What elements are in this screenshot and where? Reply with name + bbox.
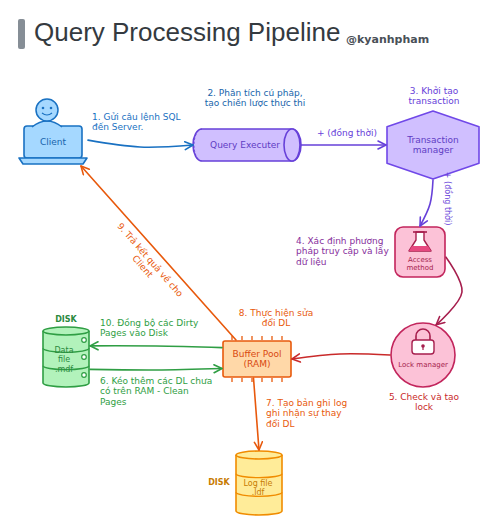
edge-label: 1. Gửi câu lệnh SQL đến Server.: [92, 112, 187, 133]
edge-label: 6. Kéo thêm các DL chưa có trên RAM - Cl…: [100, 376, 218, 407]
circle-outline: [391, 323, 455, 387]
title-bar: [18, 19, 25, 49]
step-note: 5. Check và tạo lock: [384, 392, 464, 413]
diagram-title: Query Processing Pipeline: [34, 15, 346, 51]
flask-rim: [413, 231, 427, 233]
edge-label: 7. Tạo bản ghi log ghi nhận sự thay đổi …: [266, 398, 350, 429]
ram-pins: [232, 336, 282, 382]
cylinder-band: [236, 474, 282, 478]
cylinder-body: [236, 455, 282, 515]
user-head: [36, 99, 58, 121]
node-label: Lock manager: [398, 355, 448, 375]
ram-pin: [232, 336, 282, 340]
step-note: 8. Thực hiện sửa đổi DL: [236, 308, 316, 329]
disk-light: [82, 355, 87, 360]
connector-group: [81, 140, 462, 450]
user-eye: [50, 107, 53, 110]
ram-pin: [232, 378, 282, 382]
edge-label: + (đồng thời): [442, 164, 451, 234]
edge-label: 9. Trả kết quả về cho Client: [104, 217, 188, 309]
cylinder-body: [43, 331, 89, 387]
lock-body: [412, 340, 434, 354]
user-eye: [42, 107, 45, 110]
hexagon-outline: [387, 111, 479, 179]
user-icon: [32, 99, 62, 127]
laptop-base: [19, 158, 87, 164]
decorations: [18, 19, 434, 382]
flask-body: [409, 232, 431, 251]
node-heading: DISK: [205, 476, 233, 490]
node-label: Data file .mdf: [48, 338, 80, 382]
flow-arrow: [292, 354, 390, 359]
flow-arrow: [301, 144, 386, 146]
lock-shackle: [416, 329, 430, 341]
disk-light: [82, 338, 87, 343]
log-disk: DISK Log file .ldf: [205, 450, 285, 518]
flow-arrow: [88, 140, 193, 147]
pipe-seam: [194, 129, 202, 161]
flow-arrow: [90, 346, 222, 348]
node-outline: [390, 322, 456, 388]
flow-arrow: [254, 378, 260, 450]
pipe-body: [193, 129, 301, 161]
step-note: 3. Khởi tạo transaction: [392, 86, 476, 107]
node-label: Query Executer: [201, 128, 289, 162]
lock-keyhole: [422, 347, 423, 350]
node-label: Transaction manager: [396, 124, 470, 166]
cylinder-top: [43, 327, 89, 335]
flow-arrow: [81, 166, 236, 340]
flask-liquid: [409, 246, 431, 251]
flask-icon: [409, 232, 431, 251]
edge-label: 10. Đồng bộ các Dirty Pages vào Disk: [100, 318, 220, 339]
node-heading: DISK: [42, 314, 90, 326]
lock-icon: [412, 329, 434, 354]
manager-hexagon: Transaction manager: [386, 110, 480, 180]
step-note: 2. Phân tích cú pháp, tạo chiến lược thự…: [200, 88, 310, 109]
flow-arrow: [436, 257, 462, 325]
node-label: Client: [24, 126, 82, 158]
data-disk: DISK Data file .mdf: [42, 314, 90, 388]
author-handle: @kyanhpham: [346, 34, 436, 47]
step-note: 4. Xác định phương pháp truy cập và lấy …: [296, 236, 390, 267]
rect-outline: [223, 341, 291, 377]
executor-pipe: Query Executer: [193, 128, 301, 162]
pipe-end: [284, 129, 300, 161]
edge-label: + (đồng thời): [310, 128, 384, 138]
access-box: Access method: [394, 226, 446, 278]
node-label: Log file .ldf: [243, 464, 273, 512]
disk-lights: [82, 338, 87, 378]
rounded-outline: [395, 227, 445, 277]
flow-arrow: [90, 369, 222, 371]
node-label: Access method: [395, 252, 445, 276]
node-label: Buffer Pool (RAM): [224, 340, 290, 378]
lock-circle: Lock manager: [390, 322, 456, 388]
disk-light: [82, 373, 87, 378]
flow-arrow: [420, 180, 433, 226]
lock-keyhole: [421, 344, 425, 348]
cylinder-top: [236, 451, 282, 459]
laptop-screen: [24, 126, 82, 158]
user-smile: [42, 113, 52, 115]
node-outline: [18, 98, 88, 166]
client-laptop: Client: [18, 98, 88, 166]
ram-box: Buffer Pool (RAM): [222, 340, 292, 378]
user-shoulders: [32, 121, 62, 127]
